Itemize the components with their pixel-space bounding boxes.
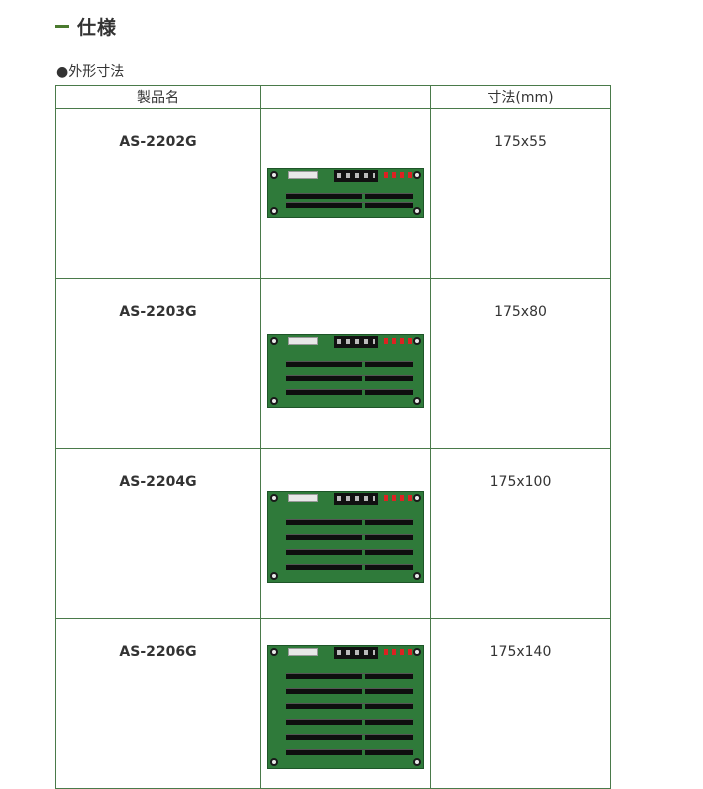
terminal-block	[334, 647, 378, 659]
power-connector	[288, 648, 318, 656]
mounting-hole	[413, 494, 421, 502]
mounting-hole	[270, 171, 278, 179]
mounting-hole	[270, 494, 278, 502]
dimensions-value: 175x140	[489, 644, 552, 660]
product-image-cell	[260, 448, 431, 619]
power-connector	[288, 171, 318, 179]
product-name: AS-2204G	[119, 474, 197, 490]
expansion-slot	[286, 361, 413, 367]
expansion-slot	[286, 734, 413, 740]
status-leds	[384, 172, 414, 178]
dimensions-cell: 175x55	[430, 108, 611, 279]
mounting-hole	[270, 758, 278, 766]
product-image-cell	[260, 618, 431, 789]
power-connector	[288, 494, 318, 502]
dimensions-cell: 175x140	[430, 618, 611, 789]
expansion-slot	[286, 563, 413, 570]
table-row: AS-2204G 175x100	[55, 448, 611, 619]
dimensions-value: 175x80	[494, 304, 547, 320]
expansion-slot	[286, 672, 413, 679]
section-heading: 仕様	[55, 13, 117, 40]
header-image	[260, 85, 431, 109]
expansion-slot	[286, 375, 413, 381]
expansion-slot	[286, 703, 413, 710]
mounting-hole	[270, 648, 278, 656]
section-title: 仕様	[77, 17, 118, 39]
mounting-hole	[413, 397, 421, 405]
product-name-cell: AS-2206G	[55, 618, 261, 789]
backplane-board-image	[267, 645, 424, 769]
mounting-hole	[270, 207, 278, 215]
dimensions-value: 175x100	[489, 474, 552, 490]
terminal-block	[334, 493, 378, 505]
product-name: AS-2202G	[119, 134, 197, 150]
mounting-hole	[413, 337, 421, 345]
power-connector	[288, 337, 318, 345]
table-header-row: 製品名 寸法(mm)	[55, 85, 611, 109]
status-leds	[384, 649, 414, 655]
mounting-hole	[413, 758, 421, 766]
product-name: AS-2203G	[119, 304, 197, 320]
heading-accent-bar	[55, 25, 69, 28]
product-image-cell	[260, 278, 431, 449]
expansion-slot	[286, 389, 413, 395]
backplane-board-image	[267, 491, 424, 583]
expansion-slot	[286, 749, 413, 756]
mounting-hole	[413, 572, 421, 580]
status-leds	[384, 495, 414, 501]
mounting-hole	[270, 337, 278, 345]
terminal-block	[334, 170, 378, 182]
table-row: AS-2202G 175x55	[55, 108, 611, 279]
expansion-slot	[286, 548, 413, 555]
dimensions-cell: 175x100	[430, 448, 611, 619]
table-row: AS-2203G 175x80	[55, 278, 611, 449]
dimensions-value: 175x55	[494, 134, 547, 150]
expansion-slot	[286, 688, 413, 694]
mounting-hole	[270, 572, 278, 580]
product-image-cell	[260, 108, 431, 279]
dimensions-cell: 175x80	[430, 278, 611, 449]
table-row: AS-2206G 175x140	[55, 618, 611, 789]
mounting-hole	[270, 397, 278, 405]
backplane-board-image	[267, 168, 424, 218]
product-name-cell: AS-2203G	[55, 278, 261, 449]
expansion-slot	[286, 533, 413, 540]
product-name: AS-2206G	[119, 644, 197, 660]
expansion-slot	[286, 718, 413, 725]
expansion-slot	[286, 201, 413, 208]
expansion-slot	[286, 518, 413, 525]
product-name-cell: AS-2204G	[55, 448, 261, 619]
mounting-hole	[413, 207, 421, 215]
terminal-block	[334, 336, 378, 348]
mounting-hole	[413, 648, 421, 656]
dimensions-table: 製品名 寸法(mm) AS-2202G 175x55 AS-2203G 175x…	[55, 85, 611, 789]
subsection-title: ●外形寸法	[56, 64, 125, 80]
backplane-board-image	[267, 334, 424, 408]
status-leds	[384, 338, 414, 344]
header-dimensions: 寸法(mm)	[430, 85, 611, 109]
product-name-cell: AS-2202G	[55, 108, 261, 279]
mounting-hole	[413, 171, 421, 179]
expansion-slot	[286, 192, 413, 199]
header-product-name: 製品名	[55, 85, 261, 109]
